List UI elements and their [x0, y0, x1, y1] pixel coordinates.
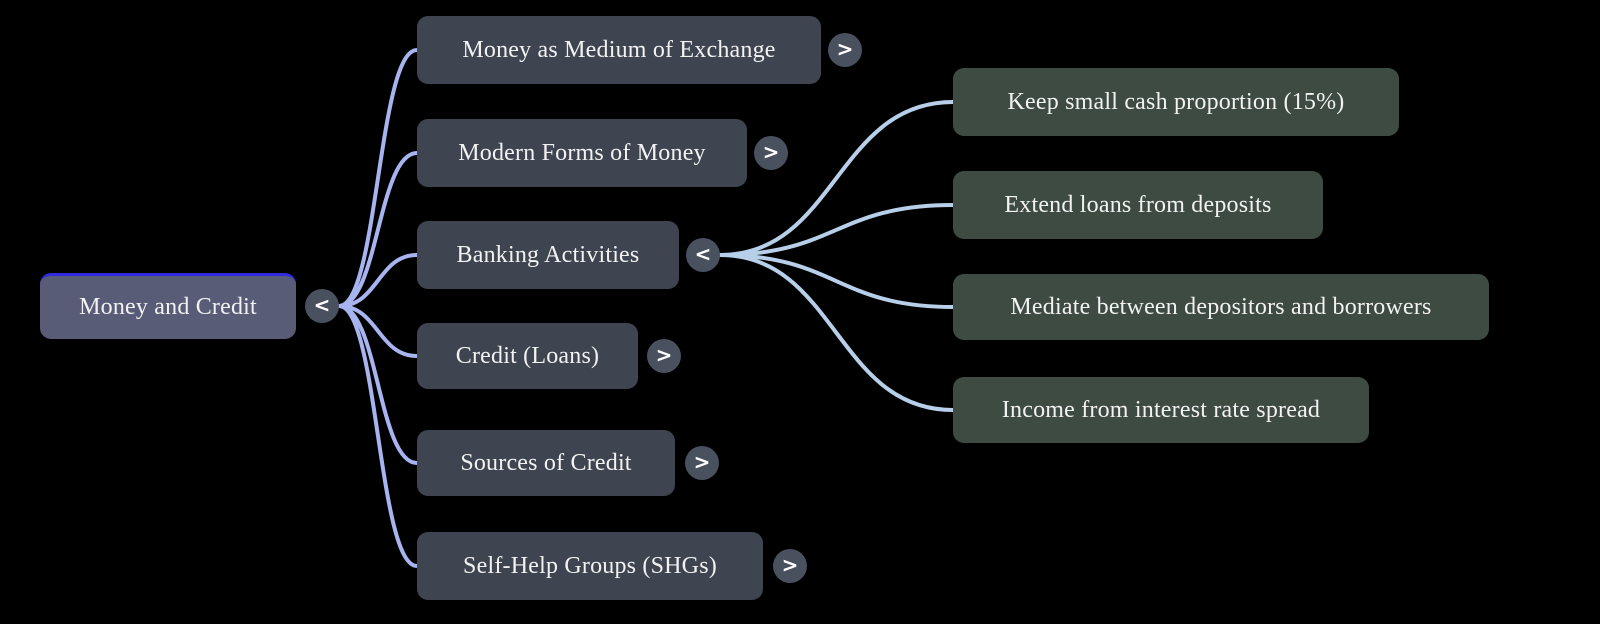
link-banking-to-child-1 [718, 100, 955, 257]
node-label: Modern Forms of Money [458, 139, 706, 166]
node-banking-activities[interactable]: Banking Activities [417, 221, 679, 289]
node-label: Keep small cash proportion (15%) [1007, 88, 1345, 115]
toggle-banking-activities[interactable]: < [686, 238, 720, 272]
node-label: Money as Medium of Exchange [462, 36, 776, 63]
node-label: Credit (Loans) [455, 342, 600, 369]
toggle-modern-forms-of-money[interactable]: > [754, 136, 788, 170]
node-self-help-groups[interactable]: Self-Help Groups (SHGs) [417, 532, 763, 600]
link-root-to-branch-2 [337, 151, 419, 308]
node-label: Mediate between depositors and borrowers [1010, 293, 1432, 320]
link-root-to-branch-6 [337, 304, 419, 568]
toggle-credit-loans[interactable]: > [647, 339, 681, 373]
node-money-as-medium-of-exchange[interactable]: Money as Medium of Exchange [417, 16, 821, 84]
node-label: Sources of Credit [460, 449, 632, 476]
link-root-to-branch-1 [337, 48, 419, 308]
link-banking-to-child-4 [718, 253, 955, 412]
node-income-from-interest-rate-spread[interactable]: Income from interest rate spread [953, 377, 1369, 443]
node-money-and-credit[interactable]: Money and Credit [40, 273, 296, 339]
node-label: Money and Credit [79, 294, 257, 320]
toggle-sources-of-credit[interactable]: > [685, 446, 719, 480]
toggle-money-and-credit[interactable]: < [305, 289, 339, 323]
toggle-money-as-medium-of-exchange[interactable]: > [828, 33, 862, 67]
link-banking-to-child-2 [718, 203, 955, 257]
link-root-to-branch-5 [337, 304, 419, 465]
link-root-to-branch-3 [337, 253, 419, 308]
node-label: Self-Help Groups (SHGs) [463, 552, 717, 579]
node-label: Banking Activities [456, 241, 640, 268]
node-mediate-between-depositors-and-borrowers[interactable]: Mediate between depositors and borrowers [953, 274, 1489, 340]
node-extend-loans-from-deposits[interactable]: Extend loans from deposits [953, 171, 1323, 239]
link-root-to-branch-4 [337, 304, 419, 358]
node-keep-small-cash-proportion[interactable]: Keep small cash proportion (15%) [953, 68, 1399, 136]
node-sources-of-credit[interactable]: Sources of Credit [417, 430, 675, 496]
node-modern-forms-of-money[interactable]: Modern Forms of Money [417, 119, 747, 187]
node-label: Extend loans from deposits [1004, 191, 1272, 218]
node-credit-loans[interactable]: Credit (Loans) [417, 323, 638, 389]
link-banking-to-child-3 [718, 253, 955, 309]
node-label: Income from interest rate spread [1001, 396, 1321, 423]
toggle-self-help-groups[interactable]: > [773, 549, 807, 583]
